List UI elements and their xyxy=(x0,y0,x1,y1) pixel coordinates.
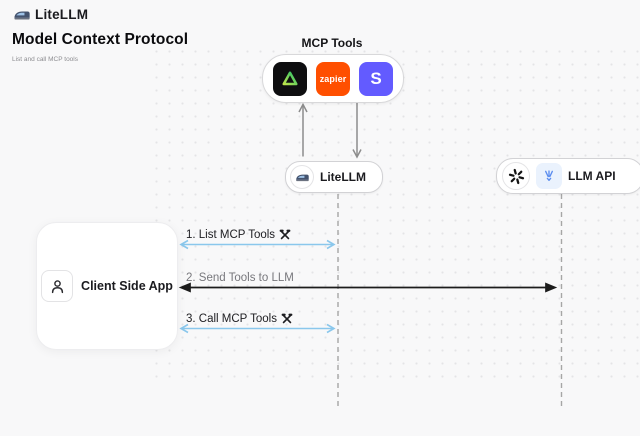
stripe-letter: S xyxy=(370,68,382,88)
arrow-call-mcp-tools xyxy=(179,323,336,334)
zapier-wordmark: zapier xyxy=(319,73,347,84)
client-side-app-node[interactable]: Client Side App xyxy=(36,222,178,350)
litellm-node[interactable]: LiteLLM xyxy=(285,161,383,193)
page-title: Model Context Protocol xyxy=(12,31,189,48)
brand-name: LiteLLM xyxy=(35,7,89,22)
openai-icon xyxy=(502,162,530,190)
arrow-send-tools-to-llm xyxy=(178,282,558,293)
tools-icon xyxy=(279,229,291,240)
message-1-label: 1. List MCP Tools xyxy=(186,229,276,241)
arrow-litellm-to-mcp xyxy=(298,102,308,157)
stripe-icon[interactable]: S xyxy=(359,61,393,96)
message-1: 1. List MCP Tools xyxy=(186,229,291,241)
green-triangle-tool-icon[interactable] xyxy=(273,61,307,96)
mcp-tools-box: zapier S xyxy=(262,54,404,103)
person-icon xyxy=(41,270,74,302)
brand: LiteLLM xyxy=(13,7,88,22)
mcp-tools-label: MCP Tools xyxy=(301,36,363,50)
litellm-logo-icon xyxy=(13,8,30,22)
message-3-label: 3. Call MCP Tools xyxy=(186,313,277,325)
zapier-icon[interactable]: zapier xyxy=(316,61,350,96)
arrow-list-mcp-tools xyxy=(179,239,336,250)
message-2: 2. Send Tools to LLM xyxy=(186,272,294,284)
message-3: 3. Call MCP Tools xyxy=(186,313,293,325)
client-node-label: Client Side App xyxy=(81,279,173,293)
tools-icon xyxy=(281,313,293,324)
page-subtitle: List and call MCP tools xyxy=(12,56,78,63)
message-2-label: 2. Send Tools to LLM xyxy=(186,272,294,284)
litellm-train-icon xyxy=(290,165,314,189)
llm-api-node[interactable]: LLM API xyxy=(496,158,640,194)
arrow-mcp-to-litellm xyxy=(352,102,362,159)
llm-provider-icon xyxy=(536,163,562,189)
llm-api-node-label: LLM API xyxy=(568,169,616,183)
litellm-node-label: LiteLLM xyxy=(320,170,366,184)
